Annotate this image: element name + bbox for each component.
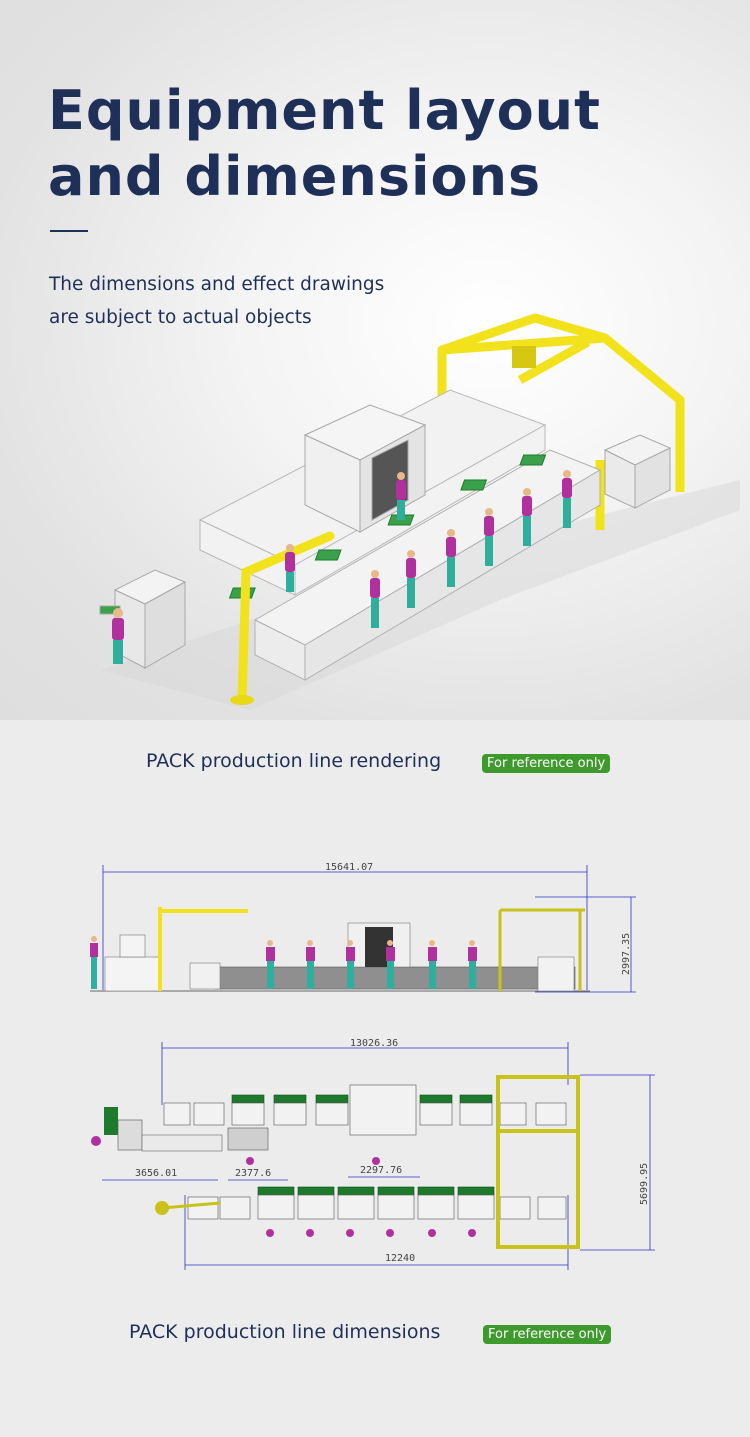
- title-divider: [50, 230, 88, 232]
- top-bottom-length-label: 12240: [385, 1253, 415, 1264]
- top-total-length-label: 13026.36: [350, 1038, 398, 1049]
- top-seg2-label: 2377.6: [235, 1168, 271, 1179]
- subtitle-line-2: are subject to actual objects: [49, 307, 312, 328]
- production-line-rendering: [99, 313, 740, 710]
- side-elevation: 15641.07 2997.35: [90, 862, 636, 993]
- side-total-length-label: 15641.07: [325, 862, 373, 873]
- top-seg3-label: 2297.76: [360, 1165, 402, 1176]
- subtitle-line-1: The dimensions and effect drawings: [49, 274, 385, 295]
- subtitle: The dimensions and effect drawings are s…: [49, 268, 469, 334]
- rendering-reference-badge: For reference only: [482, 754, 611, 773]
- dimension-drawings: 15641.07 2997.35: [90, 862, 655, 1270]
- rendering-caption: PACK production line rendering: [146, 750, 442, 772]
- top-width-label: 5699.95: [639, 1163, 650, 1205]
- page-title: Equipment layout and dimensions: [48, 79, 601, 208]
- plan-view: 13026.36 3656.01 2377.6 2297.76 12240 56…: [91, 1038, 655, 1270]
- top-seg1-label: 3656.01: [135, 1168, 177, 1179]
- dimensions-caption: PACK production line dimensions: [129, 1321, 441, 1343]
- dimensions-reference-badge: For reference only: [483, 1325, 612, 1344]
- side-height-label: 2997.35: [621, 933, 632, 975]
